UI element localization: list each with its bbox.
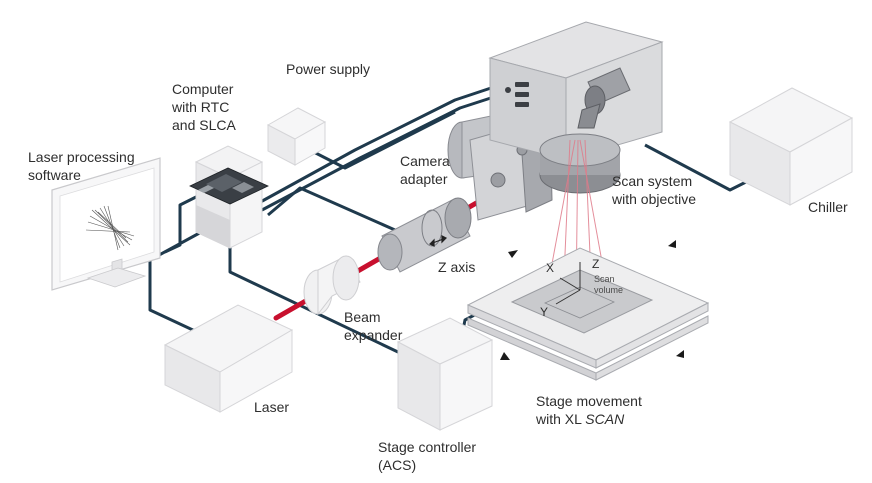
label-axis-z: Z [592, 257, 599, 271]
label-scan-volume-1: Scan [594, 274, 615, 284]
arrow-bottom-left-icon [500, 352, 510, 360]
label-camera-adapter-1: Camera [400, 153, 450, 169]
label-camera-adapter-2: adapter [400, 171, 448, 187]
label-computer-3: and SLCA [172, 117, 236, 133]
stage-direction-arrows [500, 240, 684, 360]
connector-ports [505, 82, 529, 107]
chiller-box [728, 87, 854, 206]
label-laser-software-1: Laser processing [28, 149, 135, 165]
label-laser-software-2: software [28, 167, 81, 183]
beam-expander [303, 255, 361, 316]
label-computer-1: Computer [172, 81, 234, 97]
axis-indicators [555, 262, 581, 305]
arrow-top-right-icon [668, 240, 676, 248]
label-stage-controller-1: Stage controller [378, 439, 476, 455]
double-arrow-icon [428, 235, 448, 247]
laser-box [163, 304, 294, 413]
label-computer-2: with RTC [171, 99, 229, 115]
label-scan-volume-2: volume [594, 285, 623, 295]
label-axis-x: X [546, 261, 554, 275]
rtc-board-icon [189, 167, 269, 205]
label-power-supply: Power supply [286, 61, 370, 77]
scan-system [488, 21, 664, 194]
z-axis-lens [377, 197, 472, 273]
power-supply-box [266, 107, 327, 166]
label-stage-movement-1: Stage movement [536, 393, 642, 409]
label-z-axis: Z axis [438, 259, 475, 275]
stage-controller-box [396, 317, 494, 431]
label-scan-system-1: Scan system [612, 173, 692, 189]
cable-pc-to-zaxis [267, 186, 396, 232]
cable-pc-to-scanhead-2 [261, 93, 501, 212]
stage-movement-prefix: with XL [535, 411, 585, 427]
label-beam-expander-2: expander [344, 327, 403, 343]
cable-pc-to-laser [148, 228, 226, 347]
label-stage-controller-2: (ACS) [378, 457, 416, 473]
monitor [51, 157, 161, 291]
camera-icon [577, 67, 631, 129]
laser-pattern-icon [85, 205, 135, 251]
arrow-top-left-icon [508, 250, 518, 258]
label-laser: Laser [254, 399, 289, 415]
label-beam-expander-1: Beam [344, 309, 381, 325]
computer-box [189, 145, 269, 249]
label-axis-y: Y [540, 305, 548, 319]
label-stage-movement-2: with XL SCAN [535, 411, 625, 427]
stage-movement-italic: SCAN [585, 411, 625, 427]
label-chiller: Chiller [808, 199, 848, 215]
arrow-bottom-right-icon [676, 350, 684, 358]
label-scan-system-2: with objective [611, 191, 696, 207]
xy-stage [466, 247, 710, 381]
cable-pc-to-scanhead-1 [254, 83, 501, 207]
